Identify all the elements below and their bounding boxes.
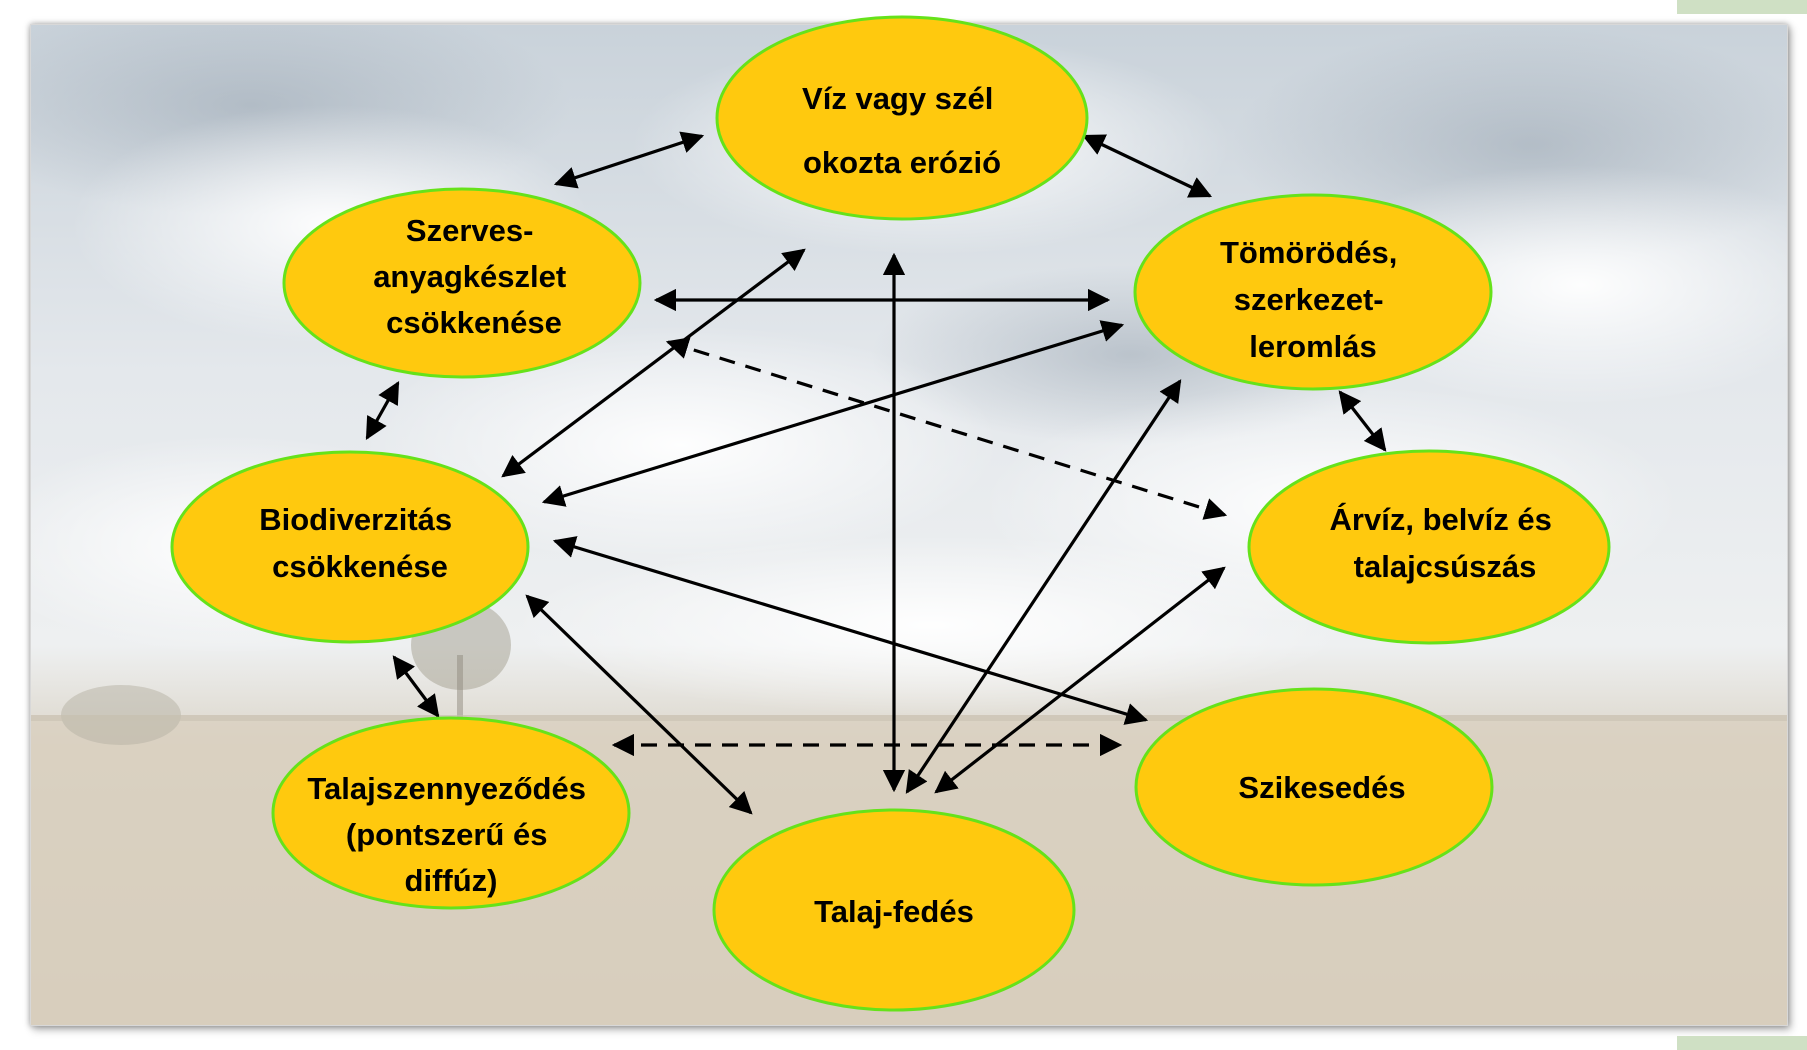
node-biodiversity: Biodiverzitás csökkenése	[170, 450, 530, 644]
node-compaction-ellipse	[1133, 193, 1493, 391]
arrow-biodiversity-sealing	[525, 594, 753, 815]
node-organic-label: Szerves- anyagkészlet csökkenése	[373, 213, 575, 340]
node-biodiversity-line-2: csökkenése	[272, 549, 448, 584]
node-flood: Árvíz, belvíz és talajcsúszás	[1247, 449, 1611, 645]
node-organic-line-1: Szerves-	[406, 213, 534, 248]
arrow-erosion-compaction	[1081, 134, 1213, 198]
corner-accent-bottom	[1677, 1036, 1807, 1050]
node-organic-ellipse	[282, 187, 642, 379]
node-contamination-line-1: Talajszennyeződés	[307, 771, 586, 806]
node-biodiversity-line-1: Biodiverzitás	[259, 502, 452, 537]
node-flood-line-2: talajcsúszás	[1354, 549, 1537, 584]
node-salinization-label: Szikesedés	[1238, 770, 1405, 805]
node-erosion-line-1: Víz vagy szél	[802, 81, 993, 116]
arrow-organic-erosion	[553, 131, 705, 189]
connections	[365, 131, 1387, 815]
arrow-biodiversity-contamination	[392, 655, 440, 718]
node-organic: Szerves- anyagkészlet csökkenése	[282, 187, 642, 379]
node-erosion-label: Víz vagy szél okozta erózió	[802, 81, 1002, 180]
node-flood-label: Árvíz, belvíz és talajcsúszás	[1330, 502, 1561, 584]
node-sealing-label: Talaj-fedés	[814, 894, 974, 929]
node-organic-line-2: anyagkészlet	[373, 259, 566, 294]
corner-accent-top	[1677, 0, 1807, 14]
node-compaction-line-3: leromlás	[1249, 329, 1377, 364]
node-compaction-line-2: szerkezet-	[1234, 282, 1384, 317]
node-erosion-ellipse	[715, 15, 1089, 221]
node-sealing: Talaj-fedés	[712, 808, 1076, 1012]
node-contamination: Talajszennyeződés (pontszerű és diffúz)	[271, 716, 631, 910]
node-erosion-line-2: okozta erózió	[803, 145, 1001, 180]
arrow-organic-flood	[665, 337, 1228, 520]
node-sealing-line-1: Talaj-fedés	[814, 894, 974, 929]
node-biodiversity-label: Biodiverzitás csökkenése	[259, 502, 461, 584]
arrow-organic-biodiversity	[365, 381, 400, 440]
node-contamination-line-3: diffúz)	[405, 863, 498, 898]
node-biodiversity-ellipse	[170, 450, 530, 644]
node-sealing-ellipse	[712, 808, 1076, 1012]
node-organic-line-3: csökkenése	[386, 305, 562, 340]
arrow-compaction-flood	[1338, 390, 1387, 452]
node-contamination-line-2: (pontszerű és	[346, 817, 548, 852]
node-flood-ellipse	[1247, 449, 1611, 645]
arrow-biodiversity-compaction	[541, 320, 1125, 507]
arrow-sealing-compaction	[905, 379, 1182, 794]
node-compaction: Tömörödés, szerkezet- leromlás	[1133, 193, 1493, 391]
node-contamination-label: Talajszennyeződés (pontszerű és diffúz)	[307, 771, 594, 898]
node-flood-line-1: Árvíz, belvíz és	[1330, 502, 1552, 537]
node-erosion: Víz vagy szél okozta erózió	[715, 15, 1089, 221]
node-contamination-ellipse	[271, 716, 631, 910]
arrow-sealing-flood	[934, 566, 1226, 794]
node-salinization-line-1: Szikesedés	[1238, 770, 1405, 805]
node-salinization-ellipse	[1134, 687, 1494, 887]
node-compaction-label: Tömörödés, szerkezet- leromlás	[1220, 235, 1406, 364]
node-compaction-line-1: Tömörödés,	[1220, 235, 1397, 270]
node-salinization: Szikesedés	[1134, 687, 1494, 887]
